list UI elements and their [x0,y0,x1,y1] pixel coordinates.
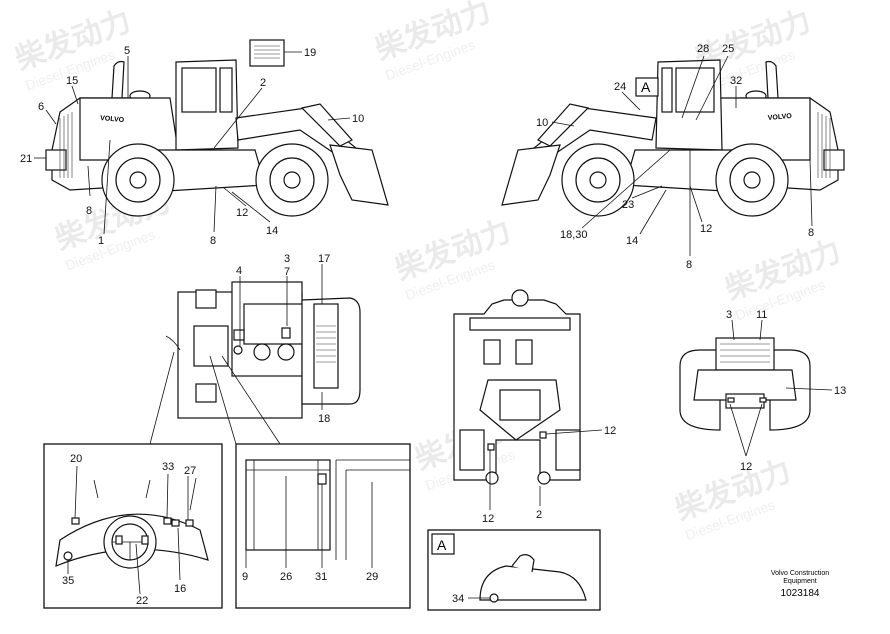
callout-23: 23 [622,199,634,211]
callout-20: 20 [70,453,82,465]
brand-text: VOLVO [100,115,125,124]
callout-2: 2 [536,509,542,521]
view-a-marker: A [641,79,651,95]
callout-34: 34 [452,593,464,605]
company-line-2: Equipment [783,578,817,585]
callout-13: 13 [834,385,846,397]
callout-21: 21 [20,153,32,165]
callout-2: 2 [260,77,266,89]
cab-window-detail [235,443,411,609]
callout-10: 10 [536,117,548,129]
title-block: Volvo Construction Equipment 1023184 [771,570,829,599]
left-view-leaders [34,51,351,235]
callout-3: 3 [726,309,732,321]
callout-12: 12 [700,223,712,235]
drawing-number: 1023184 [781,588,820,599]
callout-11: 11 [756,309,767,321]
brand-text: VOLVO [768,113,793,122]
callout-15: 15 [66,75,78,87]
callout-28: 28 [697,43,709,55]
callout-17: 17 [318,253,330,265]
callout-12: 12 [482,513,494,525]
callout-33: 33 [162,461,174,473]
callout-8: 8 [210,235,216,247]
callout-12: 12 [236,207,248,219]
callout-6: 6 [38,101,44,113]
callout-24: 24 [614,81,626,93]
dashboard-detail [43,443,223,609]
callout-1: 1 [98,235,104,247]
rear-view-callouts: 3 11 13 12 [726,309,846,473]
loader-left-side-view: VOLVO [45,39,389,217]
rear-view [679,319,833,457]
company-line-1: Volvo Construction [771,570,829,577]
callout-3: 3 [284,253,290,265]
callout-19: 19 [304,47,316,59]
callout-9: 9 [242,571,248,583]
callout-29: 29 [366,571,378,583]
dashboard-detail-callouts: 20 33 27 16 22 35 [62,453,196,607]
right-view-callouts: 28 25 24 32 10 23 18,30 14 12 8 8 [536,43,814,271]
callout-16: 16 [174,583,186,595]
callout-27: 27 [184,465,196,477]
callout-18: 18 [318,413,330,425]
callout-25: 25 [722,43,734,55]
left-view-callouts: 5 15 6 21 8 1 19 2 10 12 14 8 [20,45,364,247]
cab-top-view [165,281,361,419]
callout-22: 22 [136,595,148,607]
front-frame-callouts: 12 2 12 [482,425,616,525]
callout-8: 8 [86,205,92,217]
cab-top-view-callouts: 4 3 7 17 18 [236,253,330,425]
callout-7: 7 [284,266,290,278]
callout-12: 12 [740,461,752,473]
callout-8: 8 [686,259,692,271]
loader-right-side-view: VOLVO A [501,59,845,217]
callout-10: 10 [352,113,364,125]
callout-8: 8 [808,227,814,239]
callout-4: 4 [236,265,242,277]
callout-35: 35 [62,575,74,587]
cab-window-detail-callouts: 9 26 31 29 [242,571,378,583]
callout-5: 5 [124,45,130,57]
callout-32: 32 [730,75,742,87]
callout-18-30: 18,30 [560,229,588,241]
watermark-layer: 柴发动力 Diesel-Engines 柴发动力 Diesel-Engines … [11,0,845,543]
callout-14: 14 [266,225,278,237]
callout-31: 31 [315,571,327,583]
callout-12: 12 [604,425,616,437]
callout-14: 14 [626,235,638,247]
callout-26: 26 [280,571,292,583]
right-view-leaders [551,55,813,256]
view-a-detail-label: A [437,537,447,553]
front-frame-view [453,289,603,510]
view-a-detail: A [427,529,601,611]
cab-top-view-leaders [149,264,323,445]
